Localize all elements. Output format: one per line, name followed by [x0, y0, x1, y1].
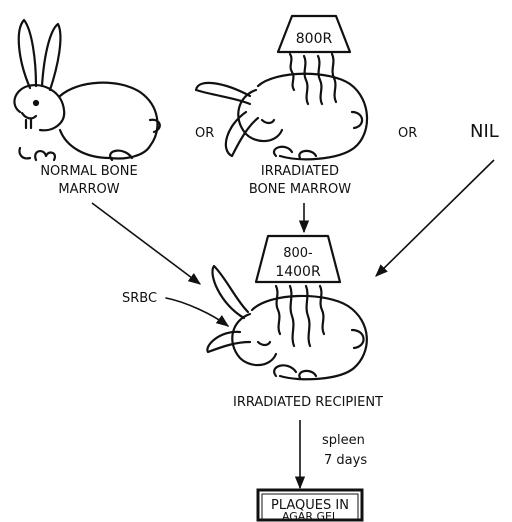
- step-label-1: spleen: [322, 433, 365, 448]
- recipient-label: IRRADIATED RECIPIENT: [233, 395, 383, 410]
- arrow-srbc-to-recipient: [166, 298, 228, 326]
- donor-dose-label: 800R: [296, 31, 333, 47]
- nil-label: NIL: [470, 121, 499, 142]
- or-right-label: OR: [398, 126, 417, 141]
- irradiated-marrow-label-2: BONE MARROW: [249, 182, 351, 197]
- donor-rabbit-drawing: [196, 16, 367, 159]
- arrow-nil-to-recipient: [376, 160, 494, 276]
- or-left-label: OR: [195, 126, 214, 141]
- step-label-2: 7 days: [324, 453, 367, 468]
- srbc-label: SRBC: [122, 291, 157, 306]
- arrow-normal-to-recipient: [92, 203, 200, 284]
- normal-rabbit-drawing: [14, 20, 159, 160]
- result-label-2: AGAR GEL: [282, 510, 339, 522]
- normal-marrow-label-1: NORMAL BONE: [40, 164, 137, 179]
- recipient-dose-label-2: 1400R: [275, 264, 321, 280]
- recipient-dose-label-1: 800-: [283, 246, 313, 261]
- irradiated-marrow-label-1: IRRADIATED: [261, 164, 339, 179]
- normal-marrow-label-2: MARROW: [58, 182, 119, 197]
